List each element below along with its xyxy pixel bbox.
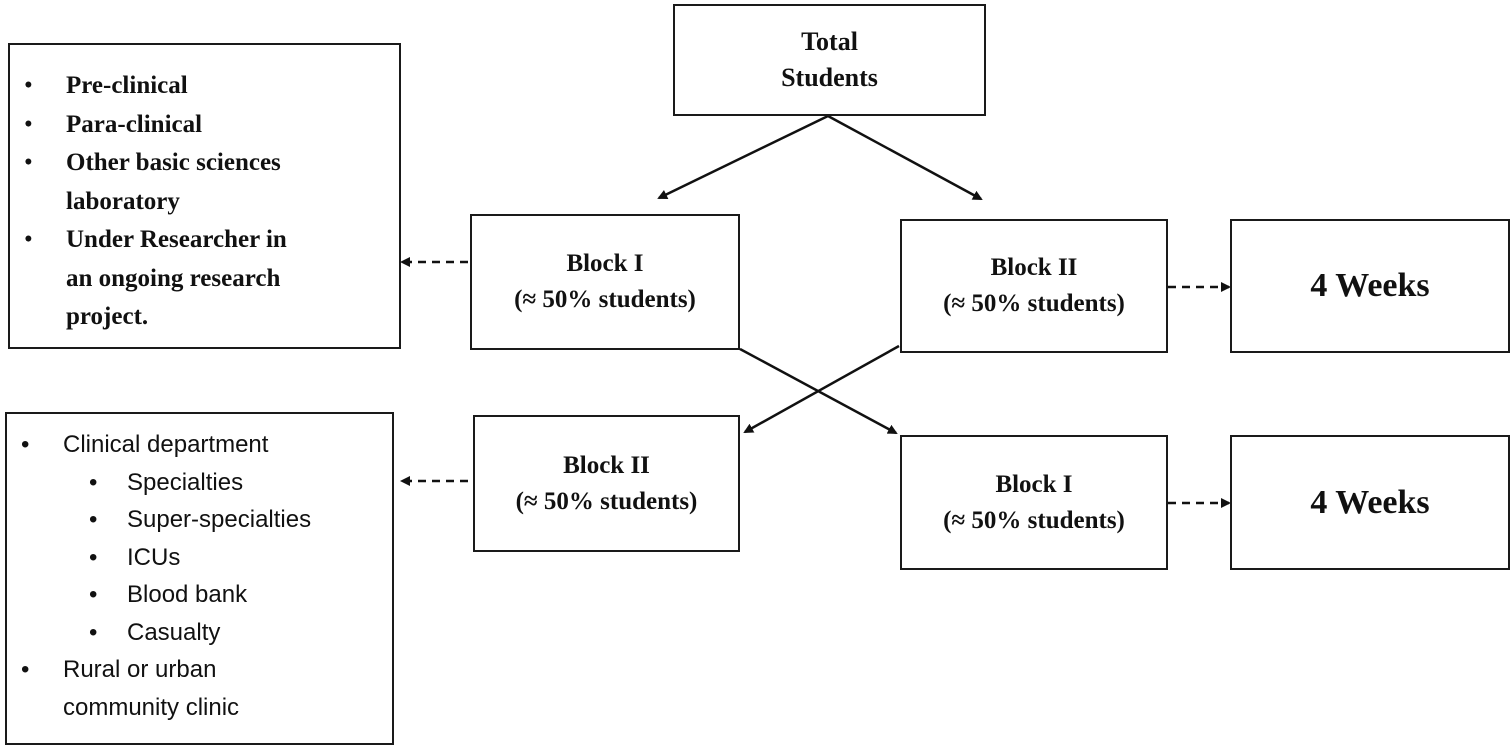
list-item-research-continued-1: an ongoing research	[66, 264, 281, 292]
list-item-basic-sciences: Other basic sciences	[10, 144, 281, 183]
list-item-specialties: Specialties	[7, 464, 311, 502]
list-item-rural-urban: Rural or urban	[7, 651, 311, 689]
block-share: (≈ 50% students)	[514, 286, 696, 313]
list-item-rural-urban-continued: community clinic	[63, 693, 240, 721]
block-1-bottom-box: Block I (≈ 50% students)	[900, 435, 1168, 570]
clinical-list-box: Clinical department Specialties Super-sp…	[5, 412, 394, 745]
block-title: Block II	[563, 451, 650, 479]
duration-top-label: 4 Weeks	[1310, 267, 1430, 304]
list-item-para-clinical: Para-clinical	[10, 106, 281, 145]
duration-bottom-label: 4 Weeks	[1310, 483, 1430, 521]
list-item-basic-sciences-continued: laboratory	[66, 187, 180, 215]
list-item-super-specialties: Super-specialties	[7, 501, 311, 539]
basic-sciences-list-2: Under Researcher in	[10, 221, 287, 260]
list-item-casualty: Casualty	[7, 614, 311, 652]
basic-sciences-list: Pre-clinical Para-clinical Other basic s…	[10, 67, 281, 183]
duration-top-box: 4 Weeks	[1230, 219, 1510, 353]
block-title: Block II	[990, 254, 1078, 281]
clinical-list: Clinical department Specialties Super-sp…	[7, 426, 311, 689]
block-1-top-box: Block I (≈ 50% students)	[470, 214, 740, 350]
block-share: (≈ 50% students)	[515, 487, 698, 515]
block-2-bottom-box: Block II (≈ 50% students)	[473, 415, 740, 552]
arrow-total-to-block-2	[827, 114, 983, 201]
arrow-block-2-to-lower-left	[743, 344, 900, 434]
block-share: (≈ 50% students)	[943, 290, 1125, 317]
list-item-research-continued-2: project.	[66, 303, 149, 330]
arrow-total-to-block-1	[657, 114, 829, 200]
list-item-under-researcher: Under Researcher in	[10, 221, 287, 260]
basic-sciences-list-box: Pre-clinical Para-clinical Other basic s…	[8, 43, 401, 349]
total-students-box: Total Students	[673, 4, 986, 116]
block-2-top-box: Block II (≈ 50% students)	[900, 219, 1168, 353]
block-title: Block I	[566, 250, 644, 277]
block-title: Block I	[995, 470, 1073, 498]
list-item-blood-bank: Blood bank	[7, 576, 311, 614]
duration-bottom-box: 4 Weeks	[1230, 435, 1510, 570]
list-item-clinical-department: Clinical department	[7, 426, 311, 464]
block-share: (≈ 50% students)	[943, 506, 1125, 534]
total-line-2: Students	[781, 63, 878, 92]
total-line-1: Total	[801, 27, 858, 56]
list-item-icus: ICUs	[7, 539, 311, 577]
list-item-pre-clinical: Pre-clinical	[10, 67, 281, 106]
